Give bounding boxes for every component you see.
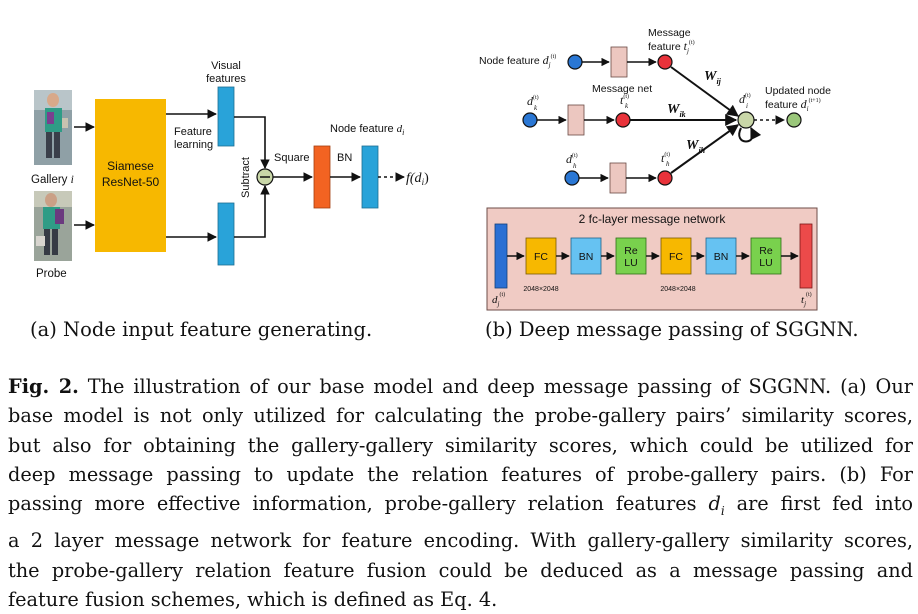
relu1-label-1: Re bbox=[624, 245, 638, 257]
wih-label: Wih bbox=[686, 138, 706, 155]
square-label: Square bbox=[274, 152, 309, 164]
input-bar-label: dj(t) bbox=[492, 291, 505, 308]
node-dj bbox=[567, 54, 583, 70]
edge-wij bbox=[670, 66, 739, 117]
probe-photo bbox=[34, 191, 72, 261]
gallery-label: Gallery i bbox=[31, 174, 74, 186]
fc2-label: FC bbox=[669, 251, 683, 263]
edge-wih bbox=[670, 124, 739, 174]
caption-line-5: passing more effective information, prob… bbox=[8, 492, 913, 519]
updated-label-2: feature di(t+1) bbox=[765, 97, 821, 113]
input-bar bbox=[494, 223, 508, 289]
gallery-photo bbox=[34, 90, 72, 165]
gallery-to-subtract-arrow bbox=[234, 116, 270, 169]
tk-label: t(t) bbox=[620, 93, 629, 107]
subcaption-a: (a) Node input feature generating. bbox=[30, 318, 373, 341]
caption-line-1: Fig. 2. The illustration of our base mod… bbox=[8, 375, 913, 398]
node-updated bbox=[786, 112, 802, 128]
wij-label: Wij bbox=[704, 69, 722, 86]
relu1-block bbox=[615, 237, 647, 275]
visual-features-label-2: features bbox=[206, 73, 246, 85]
siamese-resnet-block bbox=[95, 99, 166, 252]
self-loop-arrow bbox=[738, 126, 762, 143]
probe-to-subtract-arrow bbox=[234, 185, 270, 238]
node-th bbox=[657, 170, 673, 186]
relu2-block bbox=[750, 237, 782, 275]
probe-feature-bar bbox=[217, 202, 235, 266]
message-label-1: Message bbox=[648, 27, 691, 39]
dh-sub: h bbox=[573, 162, 577, 170]
node-di bbox=[737, 111, 755, 129]
square-block bbox=[313, 145, 331, 209]
dim2-label: 2048×2048 bbox=[660, 286, 695, 293]
caption-line-3: but also for obtaining the gallery-galle… bbox=[8, 433, 913, 457]
gallery-feature-bar bbox=[217, 86, 235, 147]
backbone-label-2: ResNet-50 bbox=[102, 175, 160, 189]
caption-line-4: deep message passing to update the relat… bbox=[8, 462, 913, 486]
figure-diagram: Gallery i Probe Siamese ResNet-50 Visual… bbox=[31, 27, 831, 311]
caption-line-2: base model is not only utilized for calc… bbox=[8, 404, 913, 428]
node-feature-label: Node feature di bbox=[330, 123, 404, 137]
message-net-label: Message net bbox=[592, 83, 652, 95]
right-panel: Node feature dj(t) Message feature tj(t)… bbox=[479, 27, 831, 311]
output-bar bbox=[799, 223, 813, 289]
node-dh bbox=[564, 170, 580, 186]
bn2-block bbox=[705, 237, 737, 275]
bn-label: BN bbox=[337, 152, 352, 164]
probe-label: Probe bbox=[36, 268, 67, 280]
subcaption-b: (b) Deep message passing of SGGNN. bbox=[485, 318, 859, 341]
th-label: t(t) bbox=[661, 151, 670, 165]
output-bar-label: tj(t) bbox=[801, 291, 812, 308]
left-panel: Gallery i Probe Siamese ResNet-50 Visual… bbox=[31, 60, 429, 280]
caption-fig-label: Fig. 2. bbox=[8, 375, 79, 398]
caption-line-8: feature fusion schemes, which is defined… bbox=[8, 587, 498, 611]
node-tk bbox=[615, 112, 631, 128]
di-label: d(t) bbox=[739, 92, 751, 106]
relu2-label-1: Re bbox=[759, 245, 773, 257]
output-label: f(di) bbox=[406, 171, 429, 187]
dim1-label: 2048×2048 bbox=[523, 286, 558, 293]
node-dk bbox=[522, 112, 538, 128]
message-network-title: 2 fc-layer message network bbox=[579, 212, 727, 226]
th-sub: h bbox=[666, 160, 670, 168]
relu2-label-2: LU bbox=[759, 257, 772, 269]
backbone-label-1: Siamese bbox=[107, 159, 154, 173]
feature-learning-label-1: Feature bbox=[174, 126, 212, 138]
message-net-j bbox=[610, 46, 628, 78]
caption-line-7: the probe-gallery relation feature fusio… bbox=[8, 558, 913, 582]
dk-label: d(t) bbox=[527, 94, 539, 108]
updated-label-1: Updated node bbox=[765, 85, 831, 97]
feature-learning-label-2: learning bbox=[174, 139, 213, 151]
node-feature-j-label: Node feature dj(t) bbox=[479, 53, 556, 69]
subtract-label: Subtract bbox=[240, 157, 252, 198]
wik-label: Wik bbox=[667, 102, 686, 119]
tk-sub: k bbox=[625, 102, 629, 110]
message-net-h bbox=[609, 162, 627, 194]
bn1-label: BN bbox=[579, 251, 594, 263]
caption-line-6: a 2 layer message network for feature en… bbox=[8, 529, 913, 553]
node-tj bbox=[657, 54, 673, 70]
dk-sub: k bbox=[534, 104, 538, 112]
relu1-label-2: LU bbox=[624, 257, 637, 269]
figure-caption: Fig. 2. The illustration of our base mod… bbox=[8, 372, 913, 614]
message-net-k bbox=[567, 104, 585, 136]
bn2-label: BN bbox=[714, 251, 729, 263]
fc1-label: FC bbox=[534, 251, 548, 263]
di-sub: i bbox=[746, 102, 748, 110]
bn-block bbox=[361, 145, 379, 209]
dh-label: d(t) bbox=[566, 152, 578, 166]
visual-features-label-1: Visual bbox=[211, 60, 241, 72]
message-label-2: feature tj(t) bbox=[648, 39, 695, 55]
